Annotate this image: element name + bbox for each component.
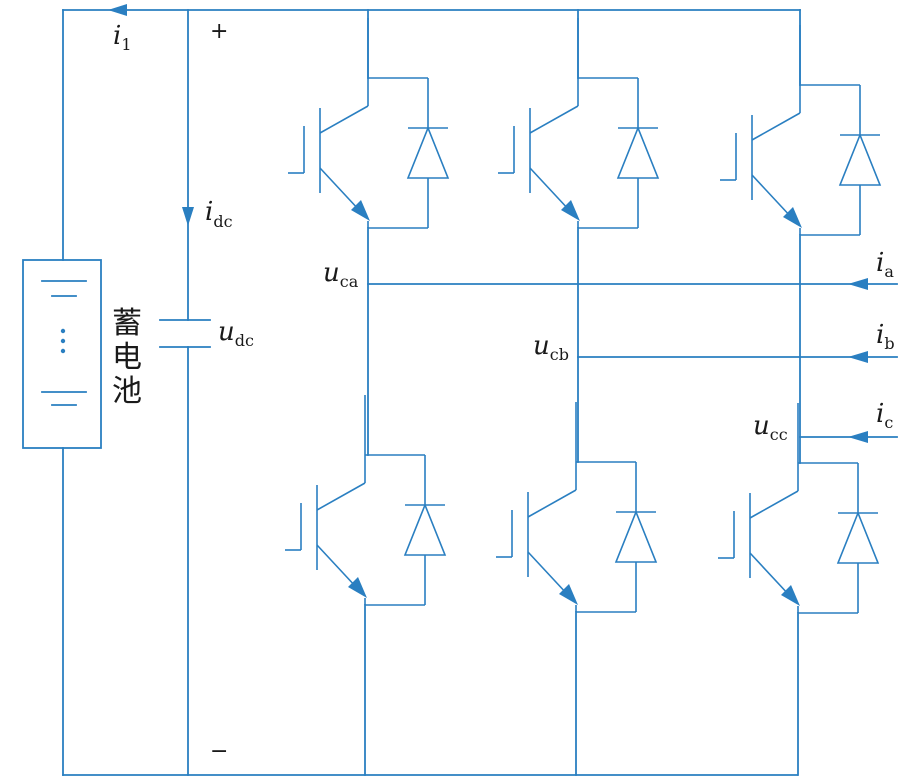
battery-box — [22, 259, 102, 449]
switch-b-lower — [495, 401, 657, 613]
phase-a-leg — [284, 9, 449, 776]
i1-arrow — [108, 4, 127, 16]
switch-c-upper — [719, 24, 881, 236]
phase-b-leg — [495, 9, 659, 776]
ib-arrow — [848, 351, 868, 363]
switch-a-upper — [287, 17, 449, 229]
battery-label-char-3: 池 — [112, 374, 142, 409]
ib-label: ib — [876, 320, 895, 353]
ic-arrow — [848, 431, 868, 443]
ucb-label: ucb — [533, 331, 569, 364]
uca-label: uca — [323, 258, 359, 291]
udc-label: udc — [218, 317, 254, 350]
ic-label: ic — [876, 399, 893, 432]
battery-label-char-1: 蓄 — [112, 306, 142, 341]
plus-sign: + — [210, 19, 228, 44]
ia-label: ia — [876, 248, 894, 281]
ucc-label: ucc — [753, 411, 788, 444]
switch-c-lower — [717, 402, 879, 614]
i1-label: i1 — [113, 21, 132, 54]
idc-label: idc — [205, 197, 233, 231]
battery-dot — [60, 338, 66, 344]
idc-arrow — [182, 207, 194, 226]
phase-c-leg — [717, 9, 881, 776]
ia-arrow — [848, 278, 868, 290]
minus-sign: − — [210, 739, 228, 764]
battery-label-char-2: 电 — [112, 340, 142, 375]
battery-dot — [60, 348, 66, 354]
switch-a-lower — [284, 394, 446, 606]
switch-b-upper — [497, 17, 659, 229]
dc-link-capacitor — [159, 9, 211, 776]
battery — [22, 9, 102, 776]
battery-dot — [60, 328, 66, 334]
